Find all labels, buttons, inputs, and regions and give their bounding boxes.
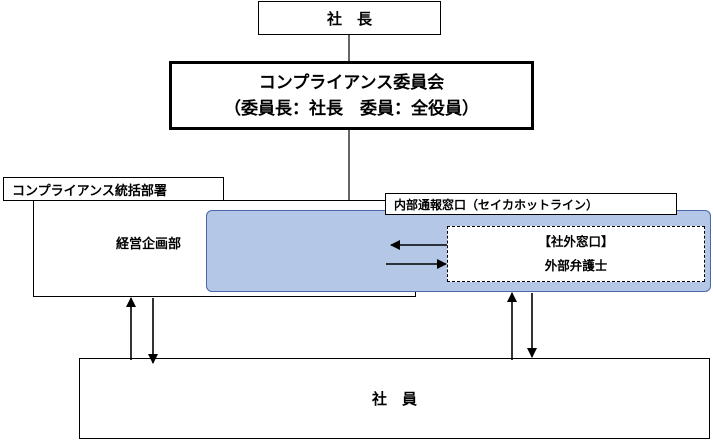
hotline-label: 内部通報窓口（セイカホットライン）	[385, 193, 677, 215]
committee-members: （委員長：社長 委員：全役員）	[224, 98, 479, 119]
president-box: 社 長	[258, 1, 441, 35]
compliance-dept-text: コンプライアンス統括部署	[12, 183, 167, 199]
president-label: 社 長	[326, 9, 372, 28]
external-window-label: 【社外窓口】	[538, 234, 614, 249]
external-lawyer-label: 外部弁護士	[544, 258, 608, 273]
hotline-text: 内部通報窓口（セイカホットライン）	[394, 197, 599, 212]
planning-dept-label: 経営企画部	[116, 237, 182, 252]
employees-label: 社 員	[371, 390, 417, 408]
compliance-dept-label: コンプライアンス統括部署	[3, 177, 224, 201]
committee-title: コンプライアンス委員会	[258, 72, 445, 93]
compliance-committee-box: コンプライアンス委員会 （委員長：社長 委員：全役員）	[169, 61, 534, 130]
external-lawyer-box: 【社外窓口】 外部弁護士	[447, 226, 705, 282]
employees-box: 社 員	[79, 358, 710, 439]
